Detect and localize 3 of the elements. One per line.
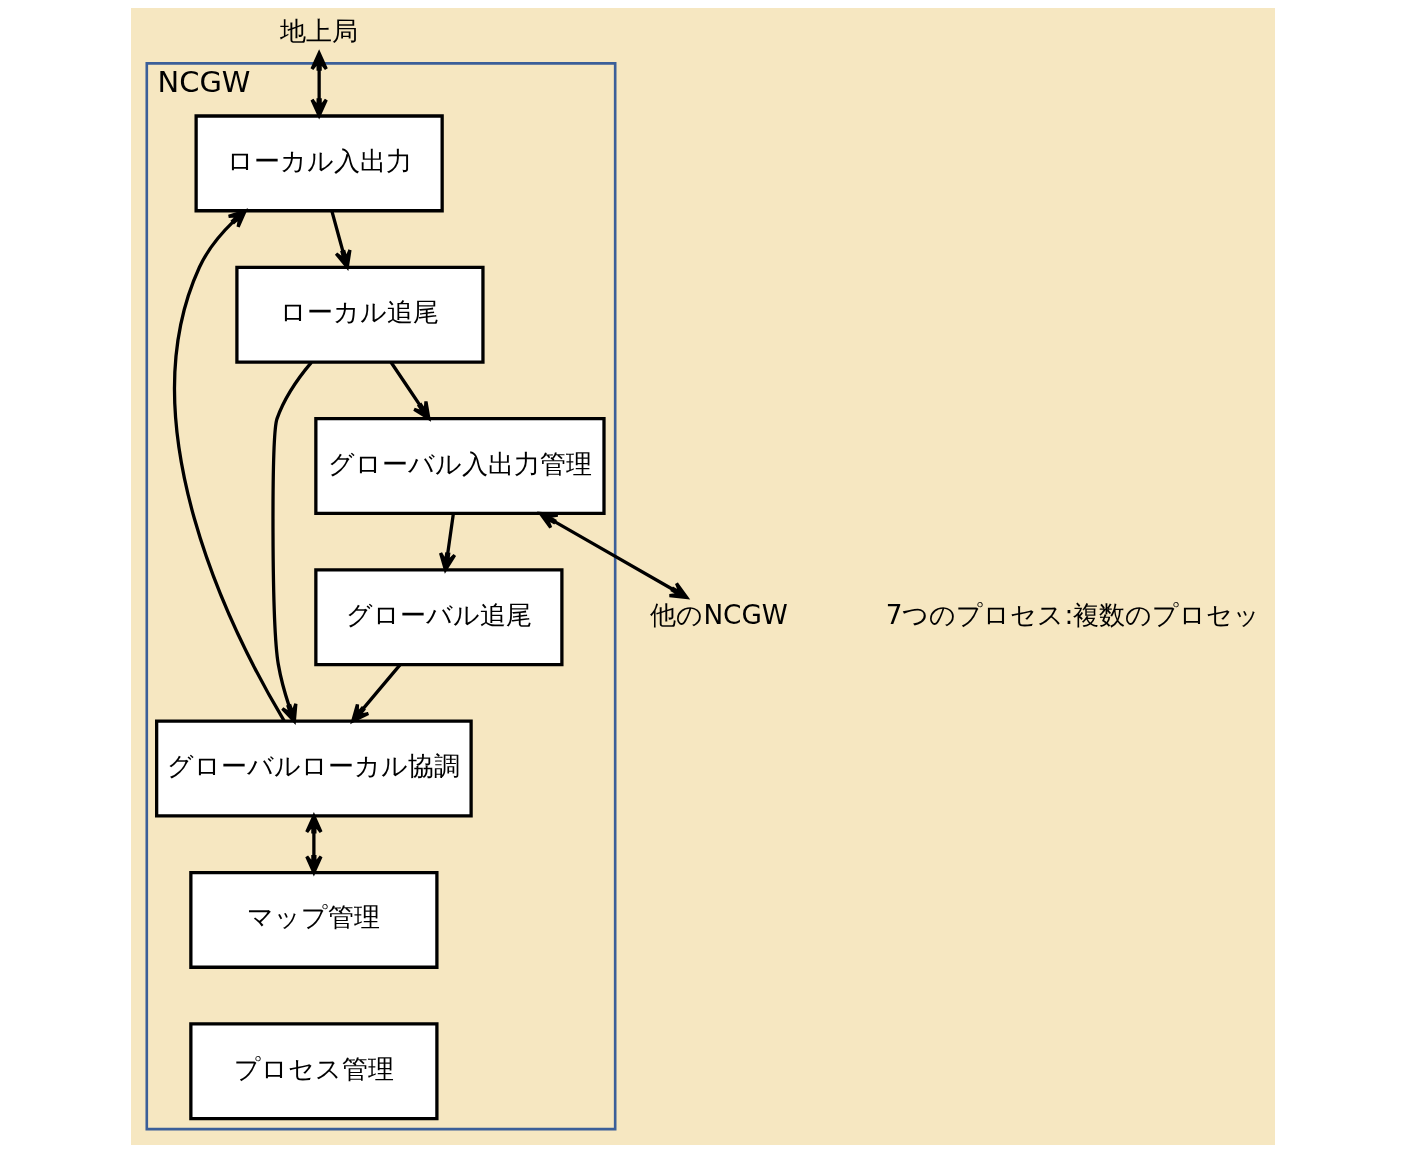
node-text: 地上局 [280, 15, 359, 46]
label: 7つのプロセス:複数のプロセッ [885, 599, 1261, 630]
node-text: 他のNCGW [650, 599, 788, 630]
